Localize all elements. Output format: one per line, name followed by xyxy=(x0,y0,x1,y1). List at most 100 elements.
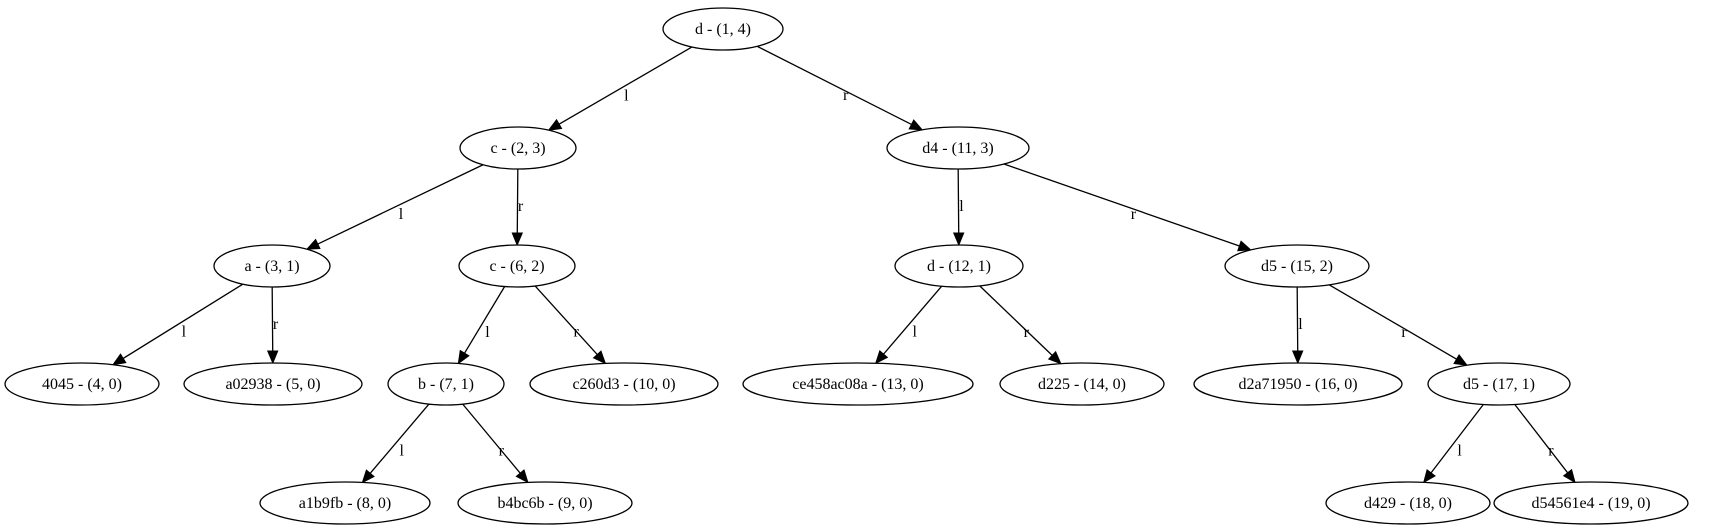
arrowhead-icon xyxy=(1562,468,1576,484)
node-ellipse xyxy=(1493,481,1689,525)
node-label: d225 - (14, 0) xyxy=(1038,376,1126,393)
edge-line xyxy=(756,45,912,126)
tree-node-n8: a1b9fb - (8, 0) xyxy=(259,481,431,525)
tree-node-n1: d - (1, 4) xyxy=(662,7,784,51)
edge-line xyxy=(957,168,960,234)
tree-node-n15: d5 - (15, 2) xyxy=(1224,244,1370,288)
edge-label: l xyxy=(624,88,629,105)
tree-node-n19: d54561e4 - (19, 0) xyxy=(1493,481,1689,525)
edge-n1-n2: l xyxy=(547,46,693,131)
edge-line xyxy=(462,403,521,474)
edge-n3-n5: r xyxy=(266,286,279,365)
edge-label: l xyxy=(399,206,404,223)
edge-label: l xyxy=(913,324,918,341)
edge-n7-n9: r xyxy=(462,403,529,484)
edge-label: l xyxy=(1457,442,1462,459)
edge-n15-n17: r xyxy=(1328,284,1469,366)
nodes-layer: d - (1, 4) c - (2, 3) a - (3, 1) 4045 - (4,… xyxy=(4,7,1689,525)
arrowhead-icon xyxy=(1422,468,1436,484)
edge-line xyxy=(1514,404,1569,474)
arrowhead-icon xyxy=(1237,240,1252,252)
node-ellipse xyxy=(1224,244,1370,288)
node-label: c - (2, 3) xyxy=(490,140,545,157)
edge-line xyxy=(369,403,430,474)
node-label: d4 - (11, 3) xyxy=(922,140,993,157)
tree-node-n9: b4bc6b - (9, 0) xyxy=(457,481,633,525)
node-ellipse xyxy=(886,126,1030,170)
arrowhead-icon xyxy=(111,353,127,366)
arrowhead-icon xyxy=(515,469,529,484)
edge-line xyxy=(1430,404,1484,474)
node-label: a1b9fb - (8, 0) xyxy=(299,495,391,512)
node-ellipse xyxy=(459,126,577,170)
node-ellipse xyxy=(4,362,160,406)
node-ellipse xyxy=(1325,481,1491,525)
edge-n17-n19: r xyxy=(1514,404,1576,484)
edge-n11-n15: r xyxy=(1003,163,1252,252)
node-label: ce458ac08a - (13, 0) xyxy=(792,376,924,393)
arrowhead-icon xyxy=(952,232,965,247)
node-label: d429 - (18, 0) xyxy=(1364,495,1452,512)
arrowhead-icon xyxy=(592,350,607,365)
arrowhead-icon xyxy=(547,118,563,131)
node-label: d54561e4 - (19, 0) xyxy=(1531,495,1650,512)
node-ellipse xyxy=(529,362,719,406)
tree-node-n12: d - (12, 1) xyxy=(894,244,1024,288)
edge-line xyxy=(122,283,244,359)
node-label: 4045 - (4, 0) xyxy=(42,376,122,393)
edge-line xyxy=(463,286,506,354)
node-label: c - (6, 2) xyxy=(489,258,544,275)
arrowhead-icon xyxy=(1291,350,1304,365)
node-label: d5 - (17, 1) xyxy=(1463,376,1535,393)
edge-n15-n16: l xyxy=(1291,286,1304,365)
edge-line xyxy=(317,164,484,245)
node-label: d5 - (15, 2) xyxy=(1261,258,1333,275)
node-ellipse xyxy=(458,244,576,288)
edge-line xyxy=(883,285,943,355)
edge-label: r xyxy=(273,316,279,333)
edge-label: r xyxy=(1401,324,1407,341)
tree-node-n2: c - (2, 3) xyxy=(459,126,577,170)
edge-line xyxy=(1003,163,1240,247)
node-label: c260d3 - (10, 0) xyxy=(572,376,675,393)
edge-n12-n14: r xyxy=(979,285,1062,365)
node-label: a02938 - (5, 0) xyxy=(225,376,320,393)
edge-label: r xyxy=(843,87,849,104)
edge-line xyxy=(1296,286,1299,352)
edge-n17-n18: l xyxy=(1422,404,1484,484)
edge-n12-n13: l xyxy=(874,285,943,365)
edge-n6-n10: r xyxy=(534,285,607,365)
edge-line xyxy=(558,46,693,125)
edge-n2-n3: l xyxy=(305,164,484,250)
tree-node-n17: d5 - (17, 1) xyxy=(1427,362,1571,406)
edge-label: r xyxy=(574,324,580,341)
node-label: a - (3, 1) xyxy=(244,258,299,275)
arrowhead-icon xyxy=(361,469,375,484)
arrowhead-icon xyxy=(457,349,470,365)
arrowhead-icon xyxy=(305,238,321,250)
arrowhead-icon xyxy=(511,232,524,247)
arrowhead-icon xyxy=(1453,353,1469,366)
node-ellipse xyxy=(662,7,784,51)
node-label: b4bc6b - (9, 0) xyxy=(497,495,592,512)
node-ellipse xyxy=(457,481,633,525)
edge-n2-n6: r xyxy=(511,168,524,247)
node-ellipse xyxy=(183,362,363,406)
arrowhead-icon xyxy=(908,119,924,131)
tree-node-n5: a02938 - (5, 0) xyxy=(183,362,363,406)
node-ellipse xyxy=(742,362,974,406)
tree-node-n13: ce458ac08a - (13, 0) xyxy=(742,362,974,406)
edge-label: r xyxy=(518,198,524,215)
node-label: d - (1, 4) xyxy=(695,21,751,38)
tree-node-n11: d4 - (11, 3) xyxy=(886,126,1030,170)
edge-label: l xyxy=(485,324,490,341)
edge-label: l xyxy=(182,323,187,340)
edge-line xyxy=(534,285,598,355)
arrowhead-icon xyxy=(266,350,279,365)
arrowhead-icon xyxy=(1047,350,1062,365)
edge-line xyxy=(1328,284,1457,360)
edge-label: r xyxy=(499,442,505,459)
node-label: d2a71950 - (16, 0) xyxy=(1238,376,1357,393)
tree-node-n6: c - (6, 2) xyxy=(458,244,576,288)
